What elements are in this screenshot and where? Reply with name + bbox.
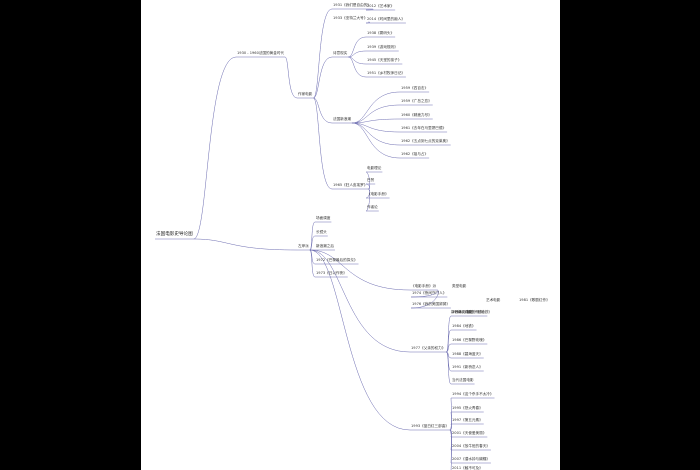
mindmap-node[interactable]: 1994《这个杀手不太冷》 [452, 392, 494, 396]
edge-connector [309, 249, 411, 291]
mindmap-node[interactable]: 新巴洛克电影 [451, 310, 473, 314]
mindmap-node[interactable]: 1977《父亲的权力》 [411, 346, 446, 350]
mindmap-node[interactable]: 1973《日以作夜》 [316, 271, 347, 275]
mindmap-node[interactable]: 《电影手册》派 [411, 284, 437, 288]
mindmap-node[interactable]: 1981《歌剧红伶》 [519, 298, 550, 302]
edge-connector [313, 97, 333, 124]
edge-connector [351, 91, 401, 124]
mindmap-node[interactable]: 1972《巴黎最后的探戈》 [316, 258, 358, 262]
edge-connector [348, 36, 367, 58]
edge-connector [309, 221, 316, 251]
mindmap-node[interactable]: 长镜头 [316, 230, 327, 234]
mindmap-node[interactable]: 1983《月亮的阴沟》 [452, 310, 487, 314]
mindmap-node[interactable]: 1945《天堂的孩子》 [367, 58, 402, 62]
mindmap-node[interactable]: 1993《蓝白红三部曲》 [411, 424, 449, 428]
mindmap-node[interactable]: 当代法国电影 [452, 378, 474, 382]
mindmap-node[interactable]: 1991《新桥恋人》 [452, 365, 483, 369]
edge-connector [365, 171, 371, 190]
edge-connector [348, 56, 367, 65]
mindmap-node[interactable]: 1980《最后一班地铁》 [454, 310, 492, 314]
mindmap-node[interactable]: 2007《潜水钟与蝴蝶》 [452, 457, 490, 461]
edge-connector [446, 351, 452, 385]
edge-connector [351, 118, 401, 124]
mindmap-connectors [155, 8, 495, 470]
edge-connector [351, 122, 401, 159]
mindmap-node[interactable]: 1974《夜间守门人》 [412, 291, 447, 295]
edge-connector [193, 238, 298, 251]
mindmap-node[interactable]: 1988《碧海蓝天》 [452, 352, 483, 356]
mindmap-node[interactable]: 类型电影 [452, 284, 467, 288]
edge-connector [309, 249, 316, 265]
mindmap-node[interactable]: 2014《时间里的痴人》 [367, 17, 405, 21]
edge-connector [351, 104, 401, 124]
mindmap-node[interactable]: 1930 - 1960法国的黄金时代 [237, 51, 285, 55]
edge-connector [348, 50, 367, 58]
mindmap-node[interactable]: 艺术电影 [486, 298, 501, 302]
edge-connector [193, 56, 237, 240]
edge-connector [348, 56, 367, 78]
mindmap-node[interactable]: 左岸派 [298, 244, 309, 248]
mindmap-node[interactable]: 作者论 [367, 205, 378, 209]
mindmap-node[interactable]: 1939《游戏规则》 [367, 45, 398, 49]
mindmap-node[interactable]: 新浪潮之后 [316, 244, 334, 248]
mindmap-page: 法国电影史导论图 1930 - 1960法国的黄金时代 作家电影 1931《我们… [141, 0, 560, 470]
edge-connector [446, 315, 452, 353]
mindmap-node[interactable]: 1962《祖与占》 [401, 152, 429, 156]
mindmap-node[interactable]: 1951《乡村牧师日记》 [367, 71, 405, 75]
mindmap-node[interactable]: 诗意现实 [333, 51, 348, 55]
mindmap-node[interactable]: 法国新浪潮 [333, 117, 351, 121]
mindmap-node[interactable]: 场面调度 [316, 216, 331, 220]
mindmap-node[interactable]: 1959《四百击》 [401, 86, 429, 90]
edge-connector [309, 249, 411, 431]
mindmap-node[interactable]: 1961《去年在马里昂巴德》 [401, 126, 447, 130]
edge-connector [351, 122, 401, 133]
mindmap-node[interactable]: 1938《雾码头》 [367, 31, 395, 35]
mindmap-node[interactable]: 1976《我的美国舅舅》 [412, 302, 450, 306]
edge-connector [446, 343, 452, 353]
mindmap-node[interactable]: 2012《艺术家》 [367, 4, 395, 8]
mindmap-node[interactable]: 1995《怒火青春》 [452, 406, 483, 410]
mindmap-node[interactable]: 1960《精疲力尽》 [401, 113, 432, 117]
mindmap-node[interactable]: 巴赞 [367, 178, 375, 182]
mindmap-node[interactable]: 1962《五点到七点的克莱奥》 [401, 139, 450, 143]
mindmap-node[interactable]: 1931《我们是自由的》 [333, 3, 371, 7]
edge-connector [449, 429, 452, 470]
mindmap-node[interactable]: 1959《广岛之恋》 [401, 99, 432, 103]
mindmap-node[interactable]: 1984《地铁》 [452, 324, 476, 328]
edge-connector [309, 235, 316, 251]
mindmap-node[interactable]: 1986《巴黎野玫瑰》 [452, 338, 487, 342]
mindmap-node[interactable]: 2004《放牛班的春天》 [452, 444, 490, 448]
edge-connector [351, 122, 401, 146]
mindmap-node[interactable]: 电影理论 [367, 166, 382, 170]
mindmap-node[interactable]: 作家电影 [298, 92, 313, 96]
edge-connector [410, 289, 439, 309]
mindmap-node[interactable]: 2001《天使爱美丽》 [452, 431, 487, 435]
edge-connector [309, 249, 316, 278]
edge-connector [313, 8, 333, 99]
edge-connector [313, 97, 333, 190]
edge-connector [449, 411, 452, 431]
edge-connector [284, 56, 298, 99]
mindmap-node[interactable]: 1997《第五元素》 [452, 418, 483, 422]
mindmap-node[interactable]: 《电影手册》 [367, 192, 389, 196]
mindmap-node[interactable]: 1933《亚特兰大号》 [333, 16, 368, 20]
edge-connector [309, 249, 411, 353]
root-node[interactable]: 法国电影史导论图 [156, 232, 193, 237]
edge-connector [449, 397, 452, 431]
mindmap-node[interactable]: 1965《狂人皮埃罗》 [333, 183, 368, 187]
mindmap-node[interactable]: 2011《触不可及》 [452, 466, 483, 470]
